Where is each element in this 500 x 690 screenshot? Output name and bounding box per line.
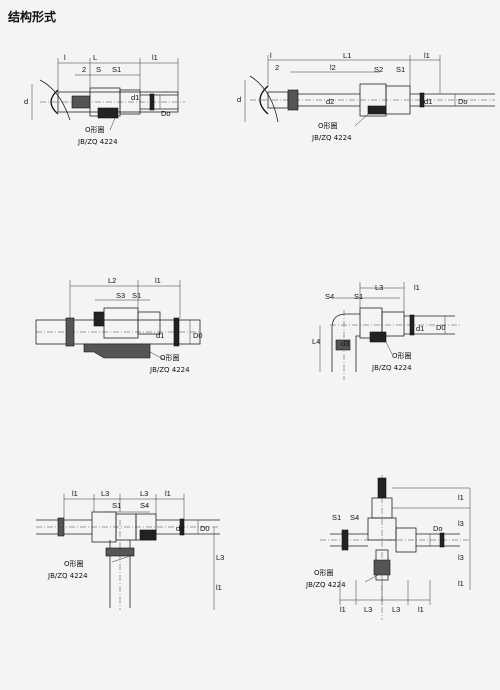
label-L3-5c: L3 <box>216 553 224 562</box>
label-l1-3: l1 <box>155 276 161 285</box>
label-S1-2: S1 <box>396 65 405 74</box>
standard-note-1: JB/ZQ 4224 <box>77 138 118 146</box>
label-l1-5c: l1 <box>216 583 222 592</box>
label-l1-5a: l1 <box>72 489 78 498</box>
label-S1-5: S1 <box>112 501 121 510</box>
figure-straight-connector-1 <box>31 58 185 131</box>
label-l-2: l <box>270 51 272 60</box>
standard-note-6: JB/ZQ 4224 <box>305 581 346 589</box>
label-l: l <box>64 53 66 62</box>
label-S1-3: S1 <box>132 291 141 300</box>
label-S: S <box>96 65 101 74</box>
label-2: 2 <box>82 65 86 74</box>
figure-straight-connector-2 <box>244 55 495 127</box>
label-l3-6b: l3 <box>458 553 464 562</box>
label-l1-6d: l1 <box>418 605 424 614</box>
label-S1-4: S1 <box>354 292 363 301</box>
label-Do-6: Do <box>433 524 443 533</box>
label-S4-6: S4 <box>350 513 359 522</box>
label-l1-2: l1 <box>424 51 430 60</box>
page-title: 结构形式 <box>8 10 57 24</box>
label-S4-5: S4 <box>140 501 149 510</box>
label-Do: Do <box>161 109 171 118</box>
o-ring-note-1: O形圈 <box>85 126 105 134</box>
label-S2: S2 <box>374 65 383 74</box>
label-d1-4: d1 <box>416 324 424 333</box>
label-l1-4: l1 <box>414 283 420 292</box>
label-d3: d3 <box>341 339 349 348</box>
o-ring-note-6: O形圈 <box>314 569 334 577</box>
standard-note-3: JB/ZQ 4224 <box>149 366 190 374</box>
label-d1-2: d1 <box>424 97 432 106</box>
label-L4: L4 <box>312 337 320 346</box>
o-ring-note-5: O形圈 <box>64 560 84 568</box>
label-L3-6b: L3 <box>392 605 400 614</box>
label-d: d <box>24 97 28 106</box>
label-D0: D0 <box>193 331 203 340</box>
label-L3: L3 <box>375 283 383 292</box>
label-S1-6: S1 <box>332 513 341 522</box>
label-Do-2: Do <box>458 97 468 106</box>
label-S1: S1 <box>112 65 121 74</box>
figure-elbow-connector <box>319 282 460 380</box>
standard-note-2: JB/ZQ 4224 <box>311 134 352 142</box>
label-l1: l1 <box>152 53 158 62</box>
label-L3-5b: L3 <box>140 489 148 498</box>
label-l2: l2 <box>330 63 336 72</box>
label-2-b: 2 <box>275 63 279 72</box>
label-S4: S4 <box>325 292 334 301</box>
label-l1-6b: l1 <box>458 579 464 588</box>
o-ring-note-4: O形圈 <box>392 352 412 360</box>
label-L2: L2 <box>108 276 116 285</box>
label-l3-6a: l3 <box>458 519 464 528</box>
label-L3-6a: L3 <box>364 605 372 614</box>
label-d2: d2 <box>326 97 334 106</box>
label-d1-3: d1 <box>156 331 164 340</box>
label-l1-5b: l1 <box>165 489 171 498</box>
label-d1-5: d1 <box>176 524 184 533</box>
label-D0-5: D0 <box>200 524 210 533</box>
figure-cross-connector <box>320 475 471 620</box>
label-l1-6c: l1 <box>340 605 346 614</box>
label-L3-5a: L3 <box>101 489 109 498</box>
o-ring-note-3: O形圈 <box>160 354 180 362</box>
label-d1: d1 <box>131 93 139 102</box>
label-D0-4: D0 <box>436 323 446 332</box>
standard-note-5: JB/ZQ 4224 <box>47 572 88 580</box>
label-S3: S3 <box>116 291 125 300</box>
label-L: L <box>93 53 97 62</box>
o-ring-note-2: O形圈 <box>318 122 338 130</box>
figure-tee-connector-1 <box>36 494 220 610</box>
figure-bulkhead-connector <box>35 280 201 361</box>
label-l1-6a: l1 <box>458 493 464 502</box>
label-L1: L1 <box>343 51 351 60</box>
label-d-2: d <box>237 95 241 104</box>
standard-note-4: JB/ZQ 4224 <box>371 364 412 372</box>
